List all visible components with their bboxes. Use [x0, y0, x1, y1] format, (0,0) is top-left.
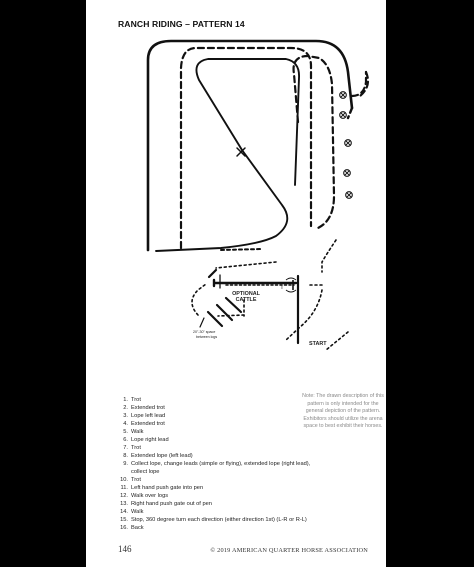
step-number: 11. — [120, 485, 128, 491]
pattern-step: 16.Back — [118, 524, 358, 532]
log-1 — [206, 310, 224, 328]
pattern-step: 14.Walk — [118, 508, 358, 516]
step-text: collect lope — [131, 469, 160, 475]
pattern-step: 12.Walk over logs — [118, 492, 358, 500]
log-3 — [224, 296, 243, 314]
step-number: 13. — [120, 501, 128, 507]
page-footer: 146 © 2019 AMERICAN QUARTER HORSE ASSOCI… — [118, 544, 368, 554]
step-text: Trot — [131, 397, 141, 403]
walk-path — [220, 248, 263, 251]
step-number: 6. — [123, 437, 128, 443]
step-text: Walk — [131, 429, 144, 435]
cone-markers — [339, 91, 353, 199]
log-spacing-label-line2: between logs — [196, 335, 217, 339]
cone-marker-1 — [339, 91, 347, 99]
step-number: 5. — [123, 429, 128, 435]
pattern-step: 3.Lope left lead — [118, 412, 358, 420]
turn-marker — [285, 277, 297, 293]
trot-path — [146, 39, 354, 252]
diagonal-path — [155, 149, 289, 252]
copyright-notice: © 2019 AMERICAN QUARTER HORSE ASSOCIATIO… — [210, 547, 368, 554]
pattern-diagram: OPTIONAL CATTLE I 20"-30" space between … — [146, 39, 370, 351]
pattern-step: 5.Walk — [118, 428, 358, 436]
optional-cattle-label-line2: CATTLE — [236, 297, 257, 303]
pattern-step: 7.Trot — [118, 444, 358, 452]
pattern-step: 11.Left hand push gate into pen — [118, 484, 358, 492]
step-number: 7. — [123, 445, 128, 451]
step-text: Extended lope (left lead) — [131, 453, 193, 459]
pattern-step: 13.Right hand push gate out of pen — [118, 500, 358, 508]
step-number: 8. — [123, 453, 128, 459]
step-text: Trot — [131, 445, 141, 451]
start-path — [325, 331, 349, 351]
cone-marker-4 — [343, 169, 351, 177]
start-label: START — [309, 341, 327, 347]
pattern-title: RANCH RIDING – PATTERN 14 — [118, 19, 245, 29]
step-number: 14. — [120, 509, 128, 515]
step-text: Extended trot — [131, 421, 165, 427]
cone-marker-2 — [339, 111, 347, 119]
extended-lope-path — [179, 46, 313, 250]
pattern-step: 2.Extended trot — [118, 404, 358, 412]
pattern-step: 9.Collect lope, change leads (simple or … — [118, 460, 358, 468]
pattern-step: 1.Trot — [118, 396, 358, 404]
step-text: Extended trot — [131, 405, 165, 411]
optional-cattle-label-line1: OPTIONAL — [232, 291, 261, 297]
cone-marker-3 — [344, 139, 352, 147]
cone-marker-crosses — [340, 92, 352, 198]
step-number: 16. — [120, 525, 128, 531]
page-number: 146 — [118, 544, 132, 554]
pattern-step: 10.Trot — [118, 476, 358, 484]
step-text: Left hand push gate into pen — [131, 485, 204, 491]
step-text: Lope left lead — [131, 413, 166, 419]
log-spacing-label-line1: 20"-30" space — [193, 330, 215, 334]
gate-pen — [212, 278, 298, 288]
step-number: 2. — [123, 405, 128, 411]
log-2 — [215, 303, 234, 322]
step-text: Collect lope, change leads (simple or fl… — [131, 461, 311, 467]
step-text: Lope right lead — [131, 437, 169, 443]
step-text: Trot — [131, 477, 141, 483]
extended-lope-right-path — [350, 70, 368, 98]
x-marker — [236, 147, 246, 157]
rulebook-page: RANCH RIDING – PATTERN 14 — [86, 0, 386, 567]
step-text: Stop, 360 degree turn each direction (ei… — [131, 517, 307, 523]
step-number: 4. — [123, 421, 128, 427]
gate-marker-label: I — [281, 285, 283, 291]
step-text: Walk over logs — [131, 493, 169, 499]
lope-left-path — [195, 58, 300, 186]
lope-right-path — [292, 54, 336, 230]
pattern-step: 8.Extended lope (left lead) — [118, 452, 358, 460]
trot-to-gate-path — [321, 239, 337, 273]
step-text: Back — [131, 525, 144, 531]
step-number: 10. — [120, 477, 128, 483]
pattern-step: 15.Stop, 360 degree turn each direction … — [118, 516, 358, 524]
step-number: 15. — [120, 517, 128, 523]
pattern-step: 4.Extended trot — [118, 420, 358, 428]
step-number: 3. — [123, 413, 128, 419]
extended-trot-path — [346, 106, 354, 120]
step-text: Right hand push gate out of pen — [131, 501, 212, 507]
step-number — [118, 468, 128, 476]
step-number: 1. — [123, 397, 128, 403]
step-number: 9. — [123, 461, 128, 467]
cone-marker-5 — [345, 191, 353, 199]
step-number: 12. — [120, 493, 128, 499]
pattern-note: Note: The drawn description of this patt… — [302, 393, 384, 430]
pattern-step: 6.Lope right lead — [118, 436, 358, 444]
step-text: Walk — [131, 509, 144, 515]
pattern-step: collect lope — [118, 468, 358, 476]
